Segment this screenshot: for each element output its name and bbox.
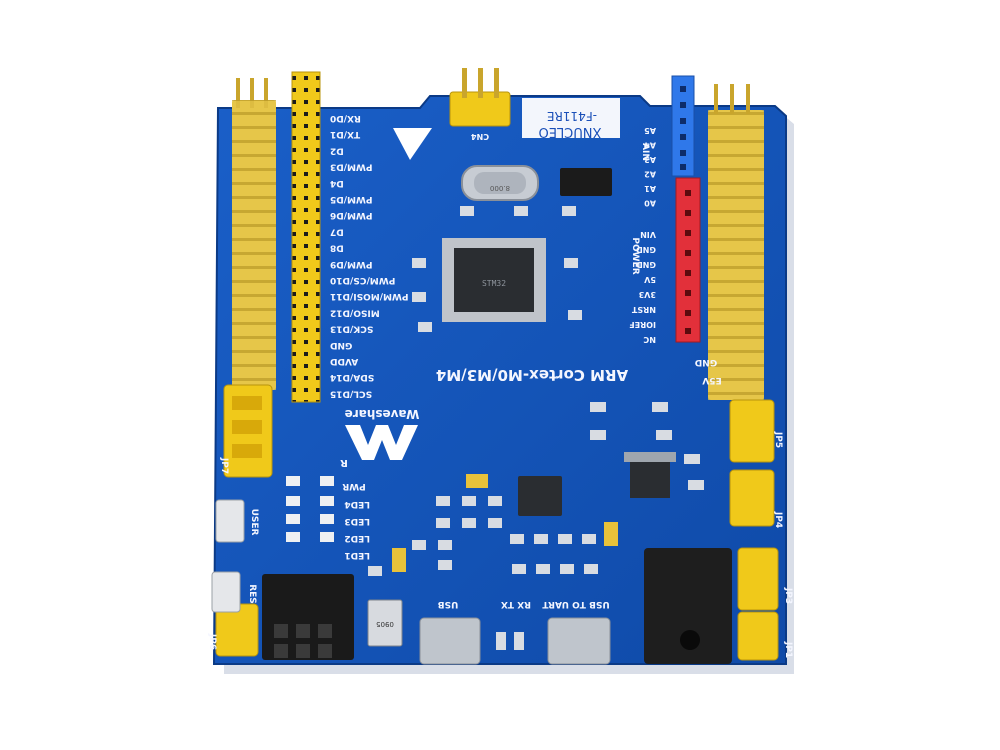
chip-text: STM32 — [482, 279, 506, 288]
res-label: RES — [247, 584, 257, 604]
tantalum-cap — [466, 474, 488, 488]
smd-components — [368, 206, 704, 650]
left-pins-2: D2 — [330, 145, 344, 155]
crystal-marking: 8.000 — [490, 184, 510, 192]
left-pins-4: D4 — [330, 178, 344, 188]
left-pins-0: RX/D0 — [330, 113, 361, 123]
left-pins-16: SDA/D14 — [330, 372, 374, 382]
ain-pins-5: A0 — [644, 199, 656, 208]
left-pins-17: SCL/D15 — [330, 388, 372, 398]
uart-chip — [518, 476, 562, 516]
ain-pins-1: A4 — [644, 141, 656, 150]
rxtx-label: RX TX — [501, 599, 531, 609]
module-label-2: -F411RE — [547, 109, 597, 123]
right-jumpers — [729, 399, 779, 661]
jp5-label: JP5 — [773, 431, 783, 448]
mcu-chip — [442, 238, 546, 322]
usb-label: USB — [438, 599, 459, 609]
power-pins-5: NRST — [631, 305, 656, 314]
user-button — [215, 499, 245, 543]
tantalum-cap-3 — [604, 522, 618, 546]
usb-uart-label: USB TO UART — [541, 599, 609, 609]
brand-label: Waveshare — [345, 407, 420, 421]
usb-uart-port — [547, 617, 611, 665]
power-pins-4: 3V3 — [639, 290, 656, 299]
left-pins-7: D7 — [330, 226, 344, 236]
power-pins-0: VIN — [640, 230, 656, 239]
ain-pins-3: A2 — [644, 170, 656, 179]
usb-port — [419, 617, 481, 665]
left-pins-13: SCK/D13 — [330, 324, 373, 334]
left-pins-1: TX/D1 — [330, 129, 360, 139]
bottom-female-header — [262, 574, 354, 660]
jp3-label: JP3 — [783, 587, 793, 604]
power-pins-7: NC — [643, 335, 656, 344]
left-pins-12: MISO/D12 — [330, 307, 380, 317]
ain-pins-2: A3 — [644, 155, 656, 164]
power-label: POWER — [630, 237, 640, 274]
gnd-label: GND — [695, 357, 717, 367]
jp1-label: JP1 — [783, 641, 793, 658]
left-pins-10: PWM/CS/D10 — [330, 275, 395, 285]
waveshare-logo — [345, 425, 418, 460]
power-pins-1: GND — [636, 245, 656, 254]
left-pin-labels: RX/D0TX/D1D2PWM/D3D4PWM/D5PWM/D6D7D8PWM/… — [330, 113, 409, 398]
left-pins-9: PWM/D9 — [330, 259, 373, 269]
registered-mark: R — [340, 457, 348, 468]
dc-jack — [644, 548, 732, 664]
ain-label: AIN — [640, 143, 650, 161]
led-labels-3: LED1 — [344, 550, 370, 560]
led-column — [286, 476, 334, 542]
tantalum-cap-2 — [392, 548, 406, 572]
power-header — [675, 177, 701, 343]
fuse-marking: 0905 — [376, 620, 394, 628]
left-pins-8: D8 — [330, 243, 344, 253]
logo-icon — [393, 128, 432, 160]
board-title: ARM Cortex-M0/M3/M4 — [436, 366, 628, 384]
reset-button — [211, 571, 241, 613]
ain-pins-4: A1 — [644, 184, 656, 193]
user-label: USER — [249, 509, 259, 536]
power-pins-2: GND — [636, 260, 656, 269]
module-label-1: XNUCLEO — [539, 124, 602, 139]
left-pins-6: PWM/D6 — [330, 210, 373, 220]
jp4-label: JP4 — [773, 511, 783, 528]
power-pins-3: 5V — [643, 275, 656, 284]
fuse — [367, 599, 403, 647]
cn4-header — [449, 68, 511, 127]
left-pins-11: PWM/MOSI/D11 — [330, 291, 409, 301]
cn4-label: CN4 — [471, 132, 490, 141]
e5v-label: E5V — [702, 375, 721, 385]
led-labels-0: LED4 — [344, 499, 370, 509]
jp6-label: JP6 — [207, 633, 217, 650]
power-pins-6: IOREF — [629, 320, 656, 329]
jp7-label: JP7 — [219, 457, 229, 474]
left-pins-14: GND — [330, 340, 352, 350]
ain-header — [671, 75, 695, 177]
left-pin-header — [232, 78, 276, 390]
regulator-small — [560, 168, 612, 196]
led-labels-1: LED3 — [344, 516, 370, 526]
regulator — [630, 456, 670, 498]
pwr-label: PWR — [342, 481, 366, 491]
left-female-header — [291, 71, 321, 403]
right-pin-header — [708, 84, 764, 400]
pcb — [212, 95, 787, 665]
ain-pins-0: A5 — [644, 126, 656, 135]
module-label-box — [522, 98, 620, 138]
left-pins-3: PWM/D3 — [330, 162, 373, 172]
left-pins-5: PWM/D5 — [330, 194, 373, 204]
left-pins-15: AVDD — [330, 356, 358, 366]
led-labels-2: LED2 — [344, 533, 370, 543]
